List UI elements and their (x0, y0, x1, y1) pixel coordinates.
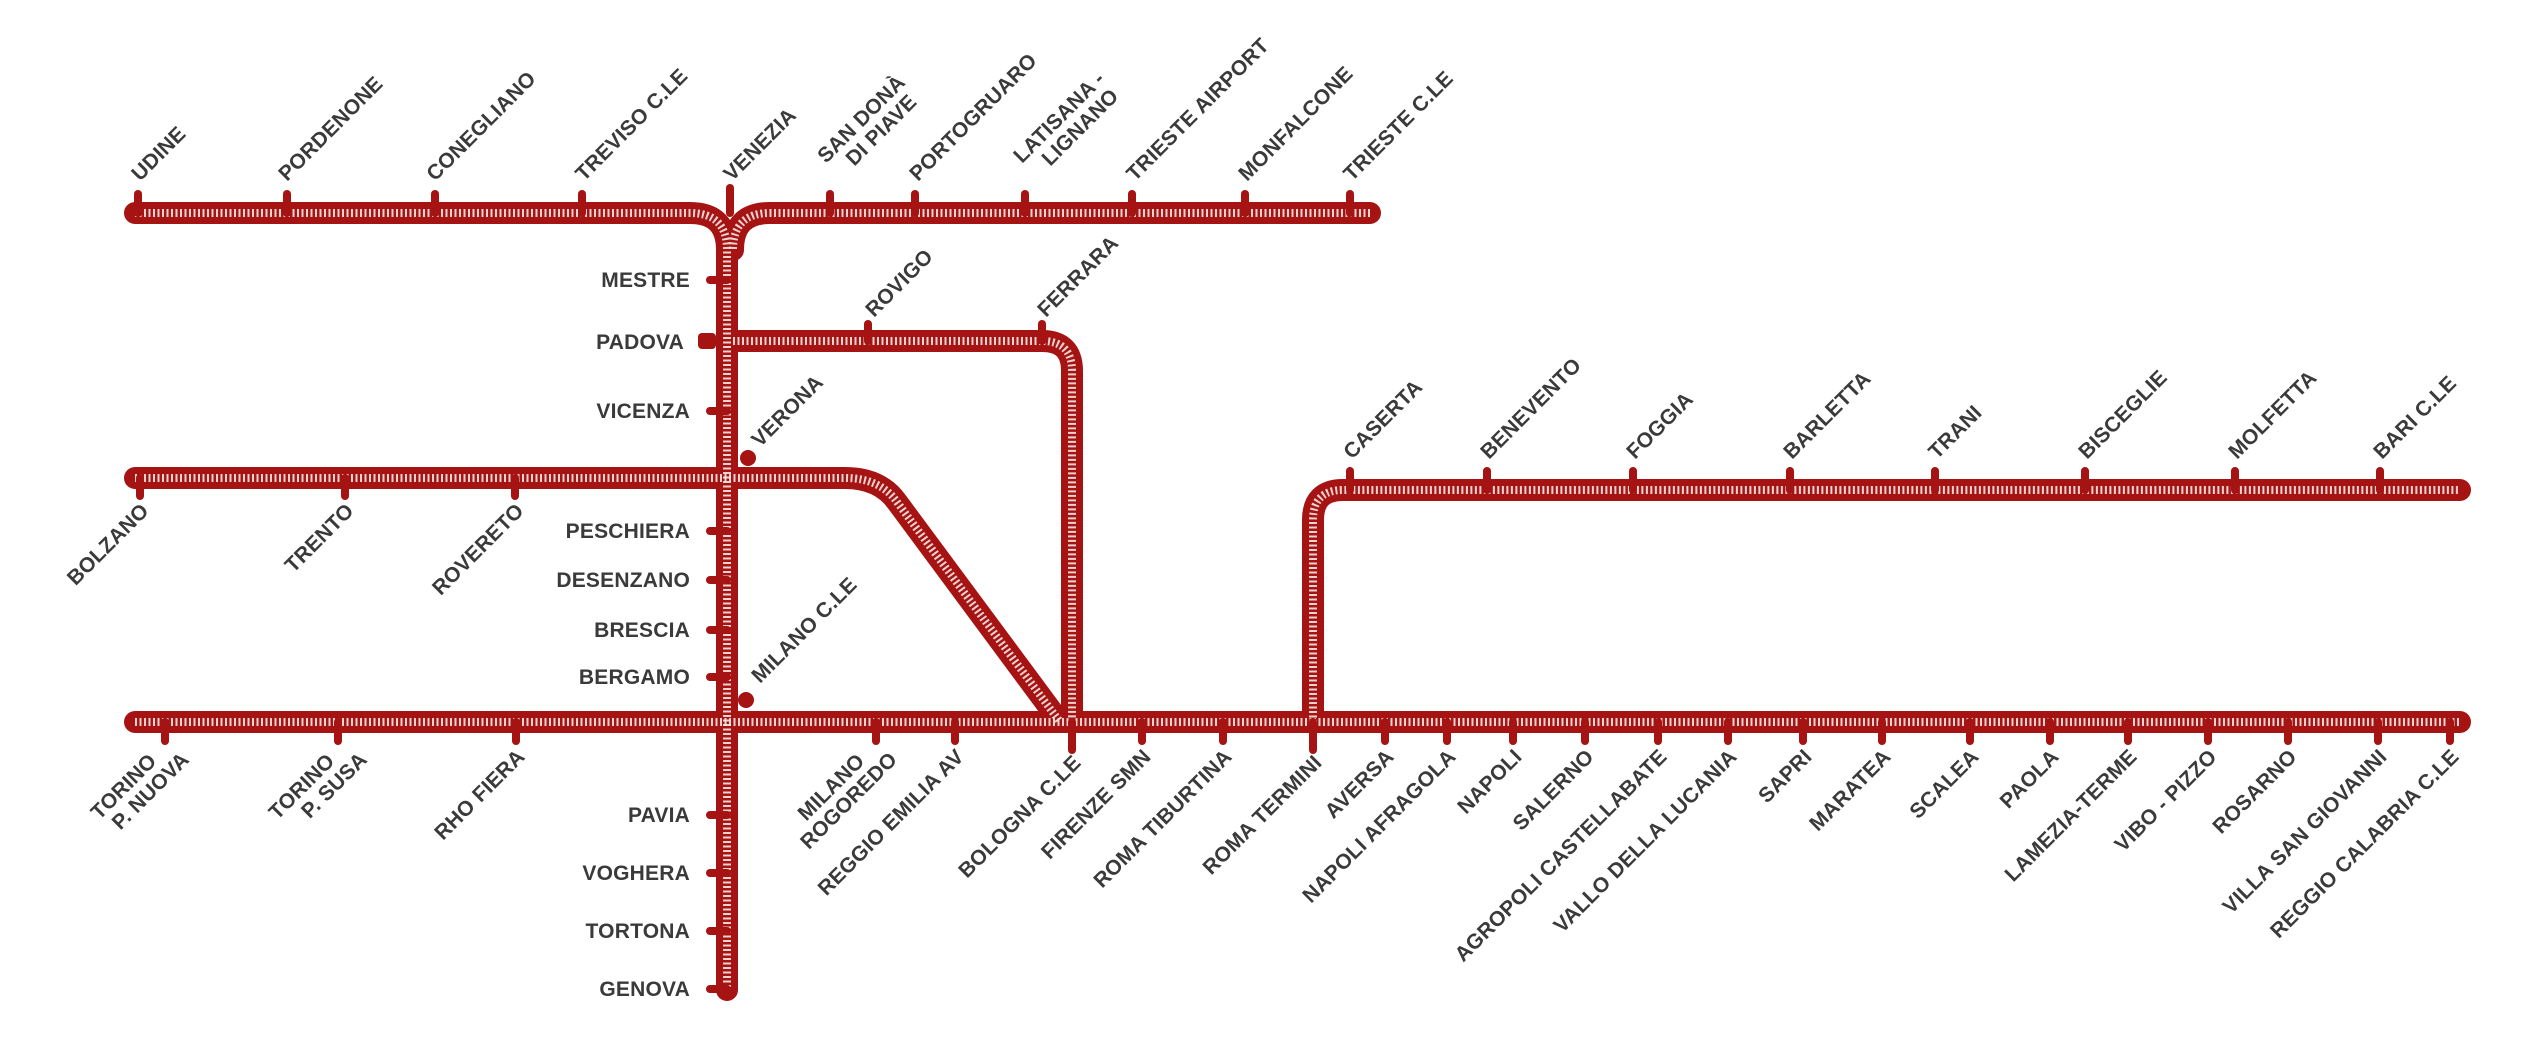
line-inner-2 (729, 209, 1370, 251)
line-inner-1 (135, 209, 731, 990)
label-voghera: VOGHERA (582, 862, 690, 885)
label-sapri: SAPRI (1754, 745, 1816, 807)
label-mestre: MESTRE (601, 269, 690, 292)
label-napoli: NAPOLI (1453, 745, 1526, 818)
label-torino-ps: TORINO P. SUSA (265, 733, 372, 840)
label-venezia: VENEZIA (719, 104, 801, 186)
label-portogruaro: PORTOGRUARO (905, 49, 1041, 185)
station-labels: UDINE PORDENONE CONEGLIANO TREVISO C.LE … (63, 34, 2464, 1001)
label-latisana: LATISANA - LIGNANO (1009, 63, 1129, 183)
label-treviso: TREVISO C.LE (571, 64, 692, 185)
label-trieste: TRIESTE C.LE (1339, 67, 1458, 186)
station-ticks (134, 184, 2454, 993)
label-trani: TRANI (1924, 401, 1986, 463)
label-benevento: BENEVENTO (1476, 354, 1586, 464)
label-brescia: BRESCIA (594, 619, 690, 642)
label-padova: PADOVA (596, 331, 684, 354)
label-vicenza: VICENZA (596, 400, 690, 423)
label-bari: BARI C.LE (2369, 372, 2461, 464)
label-pordenone: PORDENONE (274, 72, 387, 185)
label-bologna: BOLOGNA C.LE (954, 751, 1085, 882)
label-rosarno: ROSARNO (2208, 745, 2301, 838)
label-verona: VERONA (747, 371, 828, 452)
label-conegliano: CONEGLIANO (422, 67, 540, 185)
label-molfetta: MOLFETTA (2224, 366, 2321, 463)
rail-lines (124, 202, 2471, 1001)
line-venezia-trieste (722, 202, 1381, 261)
line-inner-4 (135, 474, 1064, 725)
label-lamezia: LAMEZIA-TERME (2001, 745, 2142, 886)
label-pavia: PAVIA (628, 804, 690, 827)
label-ferrara: FERRARA (1033, 232, 1123, 322)
hub-padova (698, 333, 716, 349)
hub-markers (698, 333, 756, 708)
label-torino-pn: TORINO P. NUOVA (87, 733, 194, 840)
label-rho: RHO FIERA (430, 745, 529, 844)
label-desenzano: DESENZANO (556, 569, 690, 592)
label-barletta: BARLETTA (1779, 367, 1875, 463)
label-udine: UDINE (127, 122, 190, 185)
line-roma-bari (1302, 479, 2471, 733)
label-tortona: TORTONA (586, 920, 690, 943)
label-paola: PAOLA (1996, 745, 2064, 813)
label-rovereto: ROVERETO (428, 499, 528, 599)
label-foggia: FOGGIA (1622, 388, 1698, 464)
label-milano: MILANO C.LE (747, 573, 861, 687)
hub-milano (738, 692, 754, 708)
line-inner-3 (733, 337, 1076, 722)
label-bergamo: BERGAMO (579, 666, 690, 689)
label-scalea: SCALEA (1905, 745, 1983, 823)
line-inner-6 (1309, 486, 2460, 722)
label-peschiera: PESCHIERA (566, 520, 690, 543)
label-bolzano: BOLZANO (63, 499, 154, 590)
hub-verona (740, 450, 756, 466)
label-caserta: CASERTA (1339, 376, 1427, 464)
label-trento: TRENTO (281, 499, 359, 577)
label-genova: GENOVA (599, 978, 690, 1001)
label-maratea: MARATEA (1805, 745, 1895, 835)
label-bisceglie: BISCEGLIE (2074, 366, 2172, 464)
label-monfalcone: MONFALCONE (1234, 62, 1357, 185)
label-rovigo: ROVIGO (861, 245, 938, 322)
